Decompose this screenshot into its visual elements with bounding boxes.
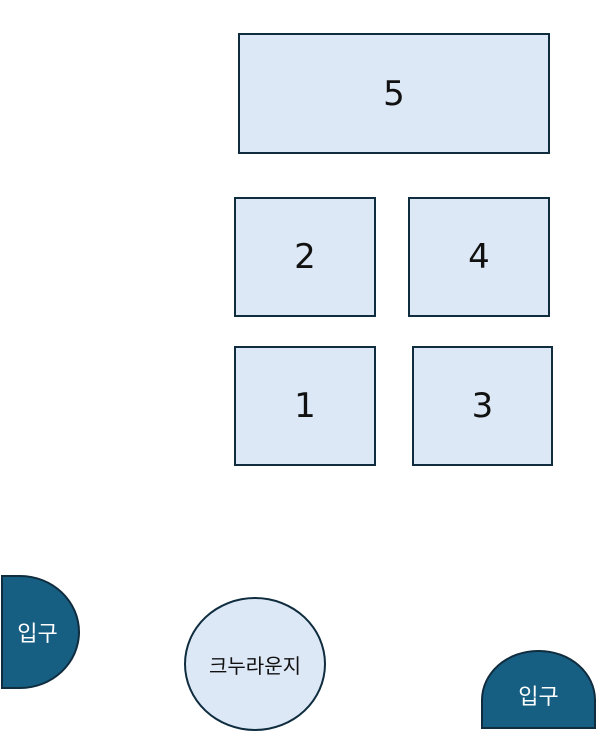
table-2: 2 xyxy=(234,197,376,317)
table-4-label: 4 xyxy=(468,237,490,277)
table-3-label: 3 xyxy=(471,386,494,426)
table-1-label: 1 xyxy=(294,386,316,426)
table-5: 5 xyxy=(238,33,550,154)
lounge-label: 크누라운지 xyxy=(209,653,301,678)
table-4: 4 xyxy=(408,197,550,317)
table-5-label: 5 xyxy=(383,73,405,114)
entrance-right: 입구 xyxy=(481,650,596,729)
entrance-left: 입구 xyxy=(1,575,80,689)
knu-lounge: 크누라운지 xyxy=(184,597,326,731)
table-1: 1 xyxy=(234,346,376,466)
table-3: 3 xyxy=(412,346,553,466)
entrance-right-label: 입구 xyxy=(518,684,559,710)
table-2-label: 2 xyxy=(294,237,316,277)
entrance-left-label: 입구 xyxy=(17,622,58,647)
